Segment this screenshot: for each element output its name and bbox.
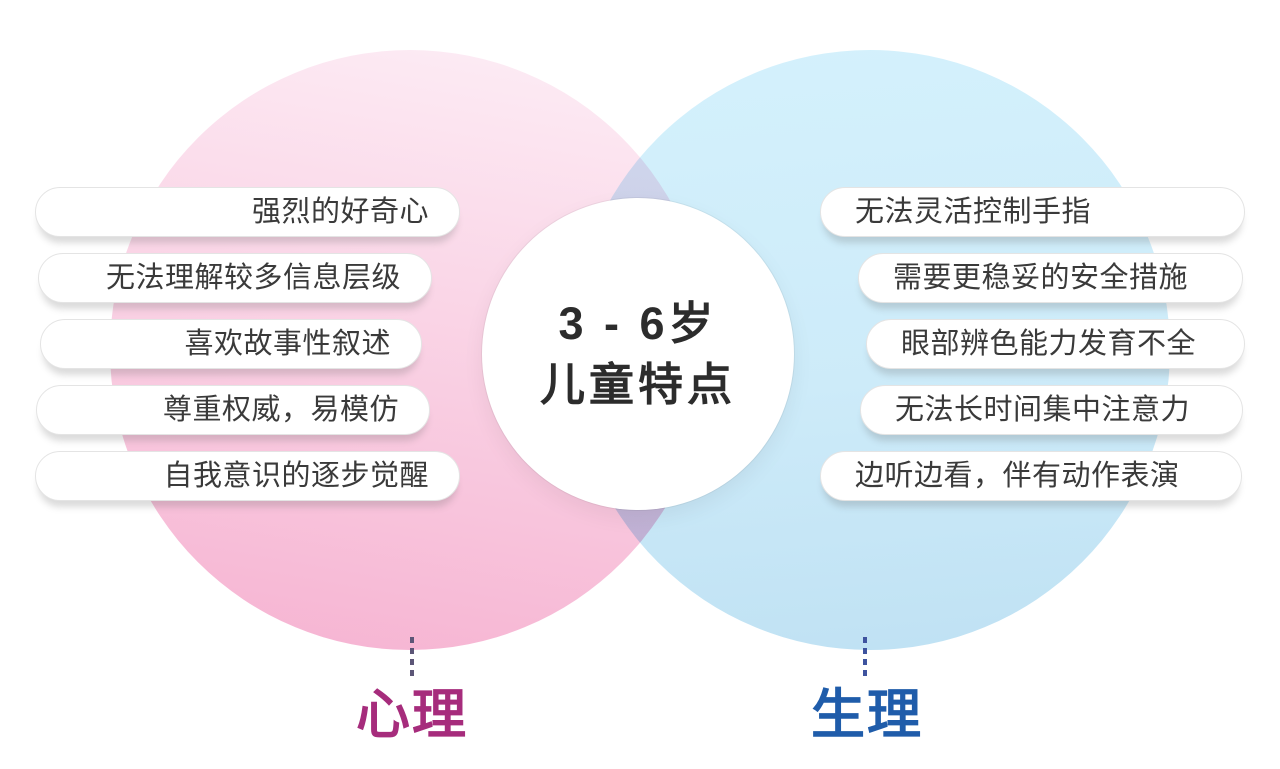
feature-pill: 自我意识的逐步觉醒 <box>35 451 460 501</box>
right-category-label: 生理 <box>811 685 923 745</box>
left-dashed-connector <box>410 637 414 677</box>
feature-pill: 强烈的好奇心 <box>35 187 460 237</box>
feature-pill: 无法灵活控制手指 <box>820 187 1245 237</box>
center-title-line2: 儿童特点 <box>539 359 736 410</box>
center-circle: 3 - 6岁 儿童特点 <box>482 198 794 510</box>
feature-pill: 无法理解较多信息层级 <box>38 253 432 303</box>
feature-pill: 尊重权威，易模仿 <box>36 385 430 435</box>
feature-pill: 眼部辨色能力发育不全 <box>866 319 1245 369</box>
left-category-label: 心理 <box>356 685 468 745</box>
feature-pill: 需要更稳妥的安全措施 <box>858 253 1243 303</box>
right-dashed-connector <box>863 637 867 677</box>
feature-pill: 喜欢故事性叙述 <box>40 319 422 369</box>
feature-pill: 无法长时间集中注意力 <box>860 385 1243 435</box>
feature-pill: 边听边看，伴有动作表演 <box>820 451 1242 501</box>
center-title-line1: 3 - 6岁 <box>558 298 718 349</box>
